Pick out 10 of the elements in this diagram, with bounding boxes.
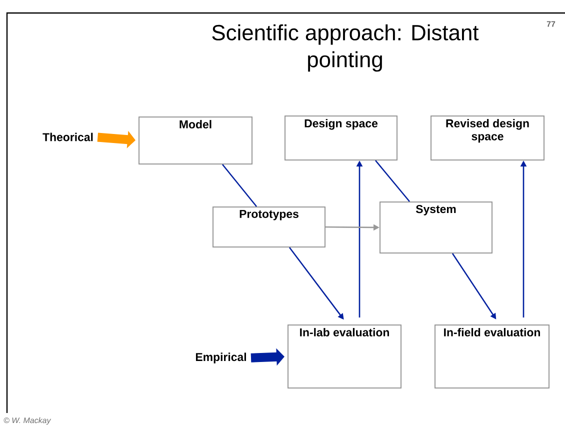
title: Scientific approach: Distant pointing — [212, 24, 479, 72]
side-label: Empirical — [196, 352, 246, 364]
box: Prototypes — [212, 206, 326, 248]
box: Design space — [284, 116, 398, 160]
box: In-field evaluation — [434, 324, 550, 388]
box: In-lab evaluation — [288, 324, 402, 388]
box: System — [380, 202, 493, 254]
box: Revised design space — [430, 116, 545, 160]
box: Model — [138, 116, 252, 164]
side-label: Theorical — [42, 132, 93, 142]
